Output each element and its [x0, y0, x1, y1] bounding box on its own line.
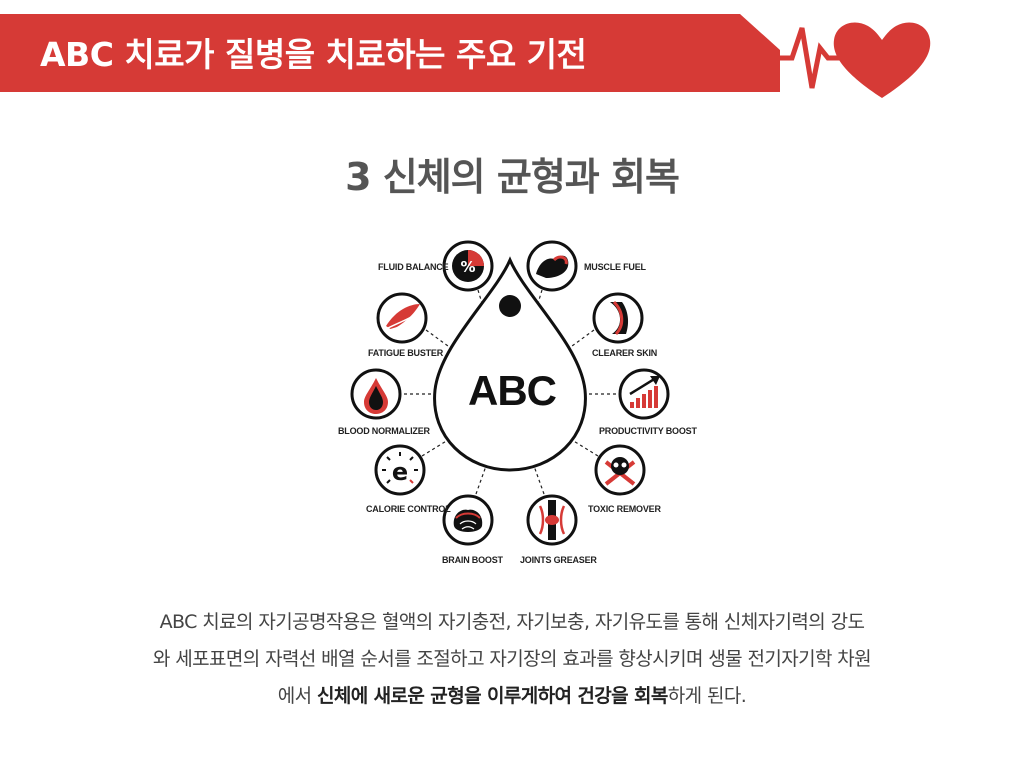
label-joints-greaser: JOINTS GREASER: [520, 555, 597, 565]
label-fluid-balance: FLUID BALANCE: [378, 262, 449, 272]
center-label: ABC: [468, 367, 557, 414]
connector-lines: [404, 289, 616, 495]
label-productivity-boost: PRODUCTIVITY BOOST: [599, 426, 697, 436]
droplet-dot: [499, 295, 521, 317]
page-title: ABC 치료가 질병을 치료하는 주요 기전: [40, 35, 587, 74]
description-paragraph: ABC 치료의 자기공명작용은 혈액의 자기충전, 자기보충, 자기유도를 통해…: [40, 604, 984, 715]
description-line-2: 와 세포표면의 자력선 배열 순서를 조절하고 자기장의 효과를 향상시키며 생…: [152, 648, 872, 670]
label-fatigue-buster: FATIGUE BUSTER: [368, 348, 444, 358]
label-toxic-remover: TOXIC REMOVER: [588, 504, 661, 514]
header-banner: [0, 14, 780, 92]
label-blood-normalizer: BLOOD NORMALIZER: [338, 426, 430, 436]
svg-text:%: %: [460, 258, 475, 276]
label-calorie-control: CALORIE CONTROL: [366, 504, 451, 514]
abc-diagram: ABC %: [330, 230, 700, 580]
description-line-3-end: 하게 된다.: [667, 685, 747, 707]
section-title: 3 신체의 균형과 회복: [345, 155, 680, 199]
diagram-graphic: ABC %: [350, 240, 670, 546]
central-droplet: [433, 256, 587, 472]
description-line-3-start: 에서: [277, 685, 317, 707]
heartbeat-heart-icon: [772, 22, 931, 98]
label-clearer-skin: CLEARER SKIN: [592, 348, 658, 358]
body-curve-icon: [592, 292, 644, 344]
svg-text:e: e: [392, 458, 408, 486]
description-emphasis: 신체에 새로운 균형을 이루게하여 건강을 회복: [317, 685, 668, 707]
description-line-1: ABC 치료의 자기공명작용은 혈액의 자기충전, 자기보충, 자기유도를 통해…: [159, 611, 865, 633]
label-brain-boost: BRAIN BOOST: [442, 555, 503, 565]
label-muscle-fuel: MUSCLE FUEL: [584, 262, 646, 272]
description-line-3: 에서 신체에 새로운 균형을 이루게하여 건강을 회복하게 된다.: [40, 678, 984, 715]
